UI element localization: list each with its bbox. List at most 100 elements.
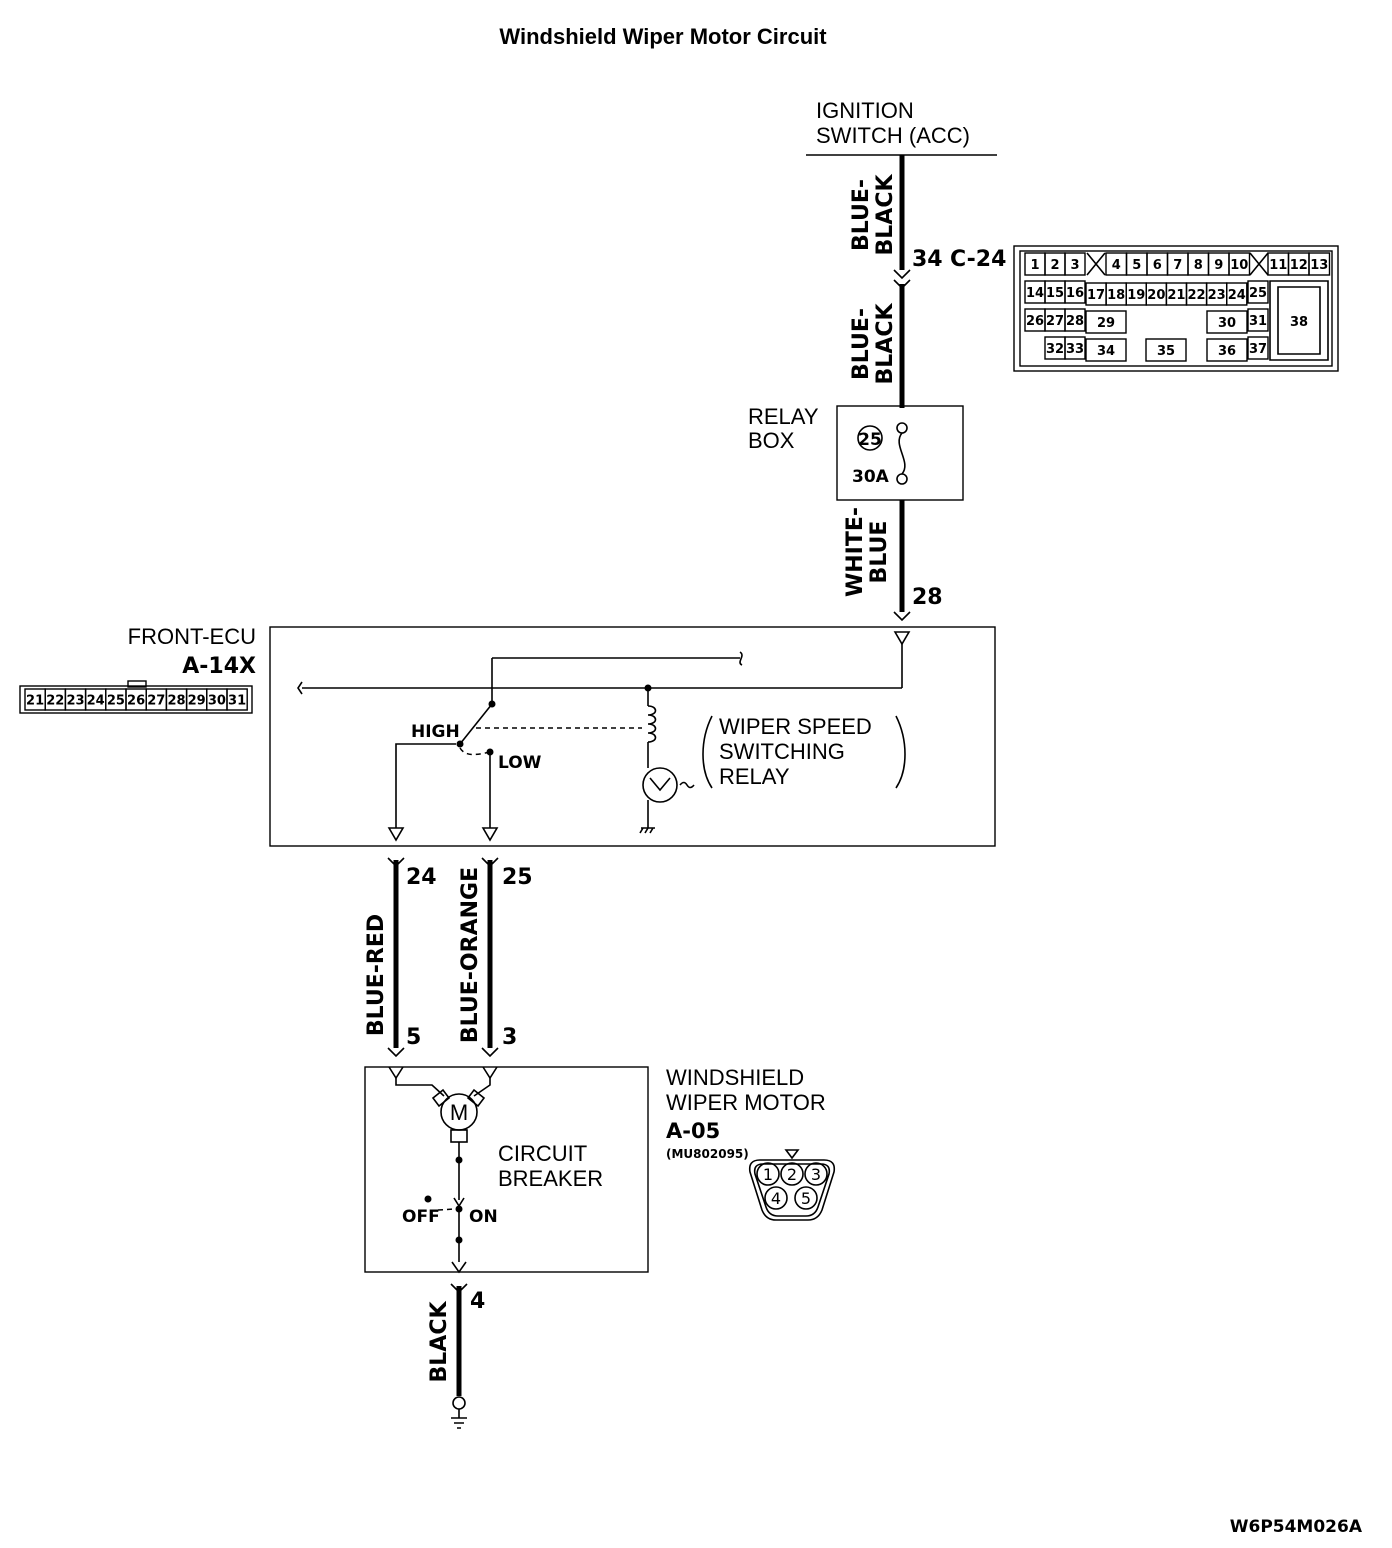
c24-pin-16-cell [1064,280,1086,304]
c24-pin-7: 7 [1173,258,1182,273]
c24-pin-28: 28 [1066,314,1084,329]
c24-pin-18: 18 [1107,288,1125,303]
front-ecu-box [269,626,996,847]
ignition-label-1: IGNITION [816,98,914,123]
a14x-pin-31-cell [226,688,248,711]
a05-pin-1: 1 [763,1165,773,1184]
svg-text:BLUE-RED: BLUE-RED [364,914,389,1036]
a05-pin-3: 3 [811,1165,821,1184]
c24-pin-6: 6 [1153,258,1162,273]
c24-pin-36: 36 [1218,344,1236,359]
c24-pin-29-cell [1085,310,1127,334]
connector-a05-inner [753,1163,831,1217]
a05-pin-5-cell [794,1186,818,1210]
wire-label-blue-red: BLUE-RED [364,914,389,1036]
relay-coil-icon [647,705,657,743]
motor-lead-3 [473,1078,491,1097]
wire-label-blue-black-1: BLUE- BLACK [849,174,898,256]
relay-driver-signal [679,781,695,789]
motor-brush-bottom [450,1129,468,1143]
breaker-label-2: BREAKER [498,1166,603,1191]
terminal-24-arrow [387,827,405,842]
a14x-key [127,680,147,688]
c24-pin-10-cell [1228,252,1251,276]
svg-text:BLACK: BLACK [427,1301,452,1383]
c24-pin-38-cell [1269,280,1329,361]
a05-pin-1-cell [756,1162,780,1186]
relay-driver-icon [649,777,671,792]
terminal-25-arrow [481,827,499,842]
relay-name-3: RELAY [719,764,790,789]
c24-pin-21: 21 [1167,288,1185,303]
a05-pin-5: 5 [801,1189,811,1208]
a05-pin-4-cell [764,1186,788,1210]
c24-pin-33: 33 [1066,342,1084,357]
breaker-on-label: ON [469,1207,498,1227]
c24-pin-3-cell [1064,252,1086,276]
c24-pin-25: 25 [1249,286,1267,301]
ecu-upper-break [739,651,743,666]
c24-pin-33-cell [1064,336,1086,360]
motor-brush-right [466,1088,486,1108]
front-ecu-connector: A-14X [182,654,256,679]
motor-label-1: WINDSHIELD [666,1065,804,1090]
ground-icon [451,1409,467,1429]
c24-pin-13: 13 [1310,258,1328,273]
fuse-number-circle [857,425,883,451]
c24-pin-25-cell [1247,280,1269,304]
terminal-24-label: 24 [406,865,437,890]
terminal-28: 28 [912,585,943,610]
c24-inner [1019,250,1333,367]
c24-pin-24: 24 [1228,288,1246,303]
fuse-rating: 30A [852,467,890,487]
a14x-pin-27: 27 [147,694,165,709]
c24-pin-37-cell [1247,336,1269,360]
c24-pin-29: 29 [1097,316,1115,331]
a14x-pin-25: 25 [107,694,125,709]
relay-box-label-1: RELAY [748,404,819,429]
motor-brush-left [431,1088,451,1108]
front-ecu-label: FRONT-ECU [128,624,256,649]
ground-terminal [452,1396,466,1410]
a14x-pin-26: 26 [127,694,145,709]
relay-high-contact [456,740,464,748]
breaker-label-1: CIRCUIT [498,1141,587,1166]
c24-blank-2 [1249,252,1269,276]
c24-pin-9: 9 [1214,258,1223,273]
motor-lead-5 [395,1078,445,1097]
svg-text:BLUE-ORANGE: BLUE-ORANGE [458,867,483,1043]
motor-part-number: (MU802095) [666,1147,749,1161]
c24-pin-4: 4 [1112,258,1121,273]
relay-low-label: LOW [498,753,542,773]
a05-pin-2: 2 [787,1165,797,1184]
fuse-number: 25 [858,430,882,450]
diagram-title: Windshield Wiper Motor Circuit [499,24,827,49]
a14x-pin-28: 28 [167,694,185,709]
wiper-motor-box [364,1066,649,1273]
ecu-bus-break [297,681,303,695]
c24-pin-16: 16 [1066,286,1084,301]
wire-label-blue-black-2: BLUE- BLACK [849,303,898,385]
terminal-3-arrow [482,1066,498,1080]
c24-pin-35-cell [1145,338,1187,362]
c24-pin-38: 38 [1290,315,1308,330]
terminal-28-mark [893,611,911,622]
a14x-outline [19,685,253,714]
c24-pin-28-cell [1064,308,1086,332]
a05-pin-2-cell [780,1162,804,1186]
terminal-3-label: 3 [502,1025,517,1050]
relay-high-label: HIGH [411,722,460,742]
c24-pin-32: 32 [1046,342,1064,357]
terminal-4-arrow [451,1261,467,1274]
breaker-off-label: OFF [402,1207,440,1227]
breaker-off-dot [424,1195,432,1203]
figure-code: W6P54M026A [1230,1517,1363,1537]
c24-pin-2: 2 [1050,258,1059,273]
c24-connector-name: C-24 [950,247,1006,272]
c24-pin-31-cell [1247,308,1269,332]
relay-low-dash [459,747,491,756]
c24-pin-11: 11 [1269,258,1287,273]
wire-label-black: BLACK [427,1301,452,1383]
